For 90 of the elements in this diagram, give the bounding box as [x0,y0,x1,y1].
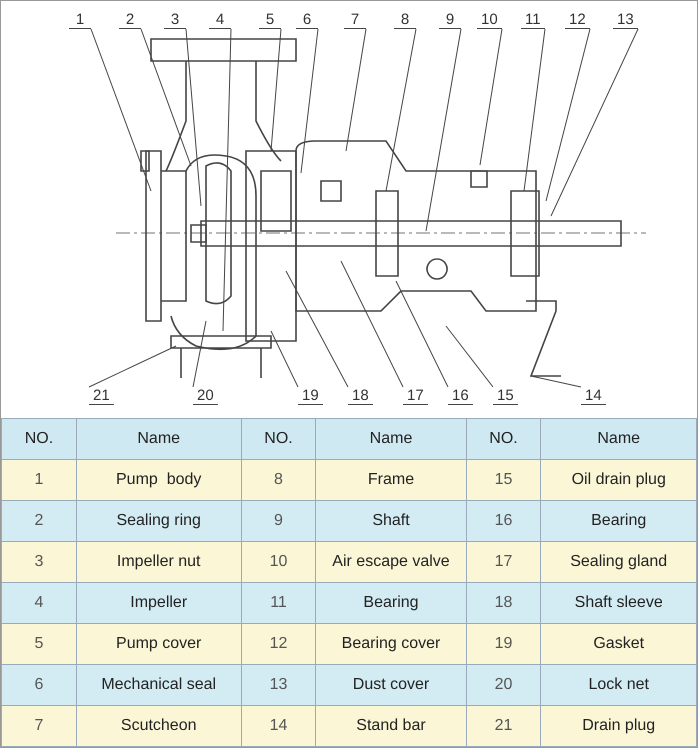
leader-line [550,28,638,216]
name-cell: Shaft sleeve [540,582,696,624]
leader-line [192,320,206,388]
name-cell: Sealing gland [540,542,696,582]
number-cell: 21 [466,706,541,746]
name-cell: Bearing [316,582,466,624]
leader-line [346,28,366,152]
column-header: Name [540,418,696,460]
leader-line [396,280,448,388]
name-cell: Bearing [540,500,696,542]
leader-line [546,28,590,202]
number-cell: 3 [2,542,76,582]
number-cell: 17 [466,542,541,582]
number-cell: 6 [2,664,76,706]
callout-number: 14 [581,387,606,405]
leader-line [426,28,462,232]
name-cell: Shaft [316,500,466,542]
leader-line [140,28,192,166]
leader-line [480,28,502,166]
callout-number: 7 [344,11,366,29]
name-cell: Air escape valve [316,542,466,582]
callout-number: 15 [493,387,518,405]
column-header: Name [316,418,466,460]
callout-number: 11 [521,11,545,29]
number-cell: 12 [241,624,316,664]
leader-line [270,330,298,388]
name-cell: Gasket [540,624,696,664]
column-header: Name [76,418,242,460]
number-cell: 20 [466,664,541,706]
number-cell: 11 [241,582,316,624]
callout-number: 19 [298,387,323,405]
callout-number: 1 [69,11,91,29]
name-cell: Oil drain plug [540,460,696,500]
leader-line [90,28,152,192]
number-cell: 19 [466,624,541,664]
name-cell: Lock net [540,664,696,706]
callout-number: 18 [348,387,373,405]
number-cell: 14 [241,706,316,746]
name-cell: Pump cover [76,624,242,664]
leader-line [386,28,416,192]
column-header: NO. [241,418,316,460]
number-cell: 8 [241,460,316,500]
leader-line [286,270,348,388]
number-cell: 5 [2,624,76,664]
callout-number: 12 [565,11,590,29]
callout-number: 10 [477,11,502,29]
number-cell: 4 [2,582,76,624]
callout-number: 9 [439,11,461,29]
name-cell: Scutcheon [76,706,242,746]
name-cell: Stand bar [316,706,466,746]
name-cell: Dust cover [316,664,466,706]
leader-line [524,28,546,192]
name-cell: Impeller nut [76,542,242,582]
leader-line [300,28,318,174]
name-cell: Mechanical seal [76,664,242,706]
callout-number: 13 [613,11,638,29]
number-cell: 15 [466,460,541,500]
number-cell: 9 [241,500,316,542]
leader-line [446,326,494,388]
leader-line [270,28,282,152]
callout-number: 2 [119,11,141,29]
name-cell: Pump body [76,460,242,500]
number-cell: 13 [241,664,316,706]
column-header: NO. [466,418,541,460]
callout-number: 3 [164,11,186,29]
column-header: NO. [2,418,76,460]
callout-number: 4 [209,11,231,29]
leader-line [88,346,176,388]
number-cell: 18 [466,582,541,624]
name-cell: Impeller [76,582,242,624]
number-cell: 7 [2,706,76,746]
number-cell: 16 [466,500,541,542]
callout-number: 5 [259,11,281,29]
number-cell: 1 [2,460,76,500]
callout-number: 6 [296,11,318,29]
name-cell: Frame [316,460,466,500]
leader-line [222,28,232,332]
callout-number: 17 [403,387,428,405]
number-cell: 2 [2,500,76,542]
callout-number: 21 [89,387,114,405]
number-cell: 10 [241,542,316,582]
leader-line [530,376,582,388]
name-cell: Sealing ring [76,500,242,542]
callout-number: 8 [394,11,416,29]
leader-line [340,260,404,388]
callout-number: 16 [448,387,473,405]
leader-line [186,28,202,206]
callout-number: 20 [193,387,218,405]
name-cell: Bearing cover [316,624,466,664]
name-cell: Drain plug [540,706,696,746]
